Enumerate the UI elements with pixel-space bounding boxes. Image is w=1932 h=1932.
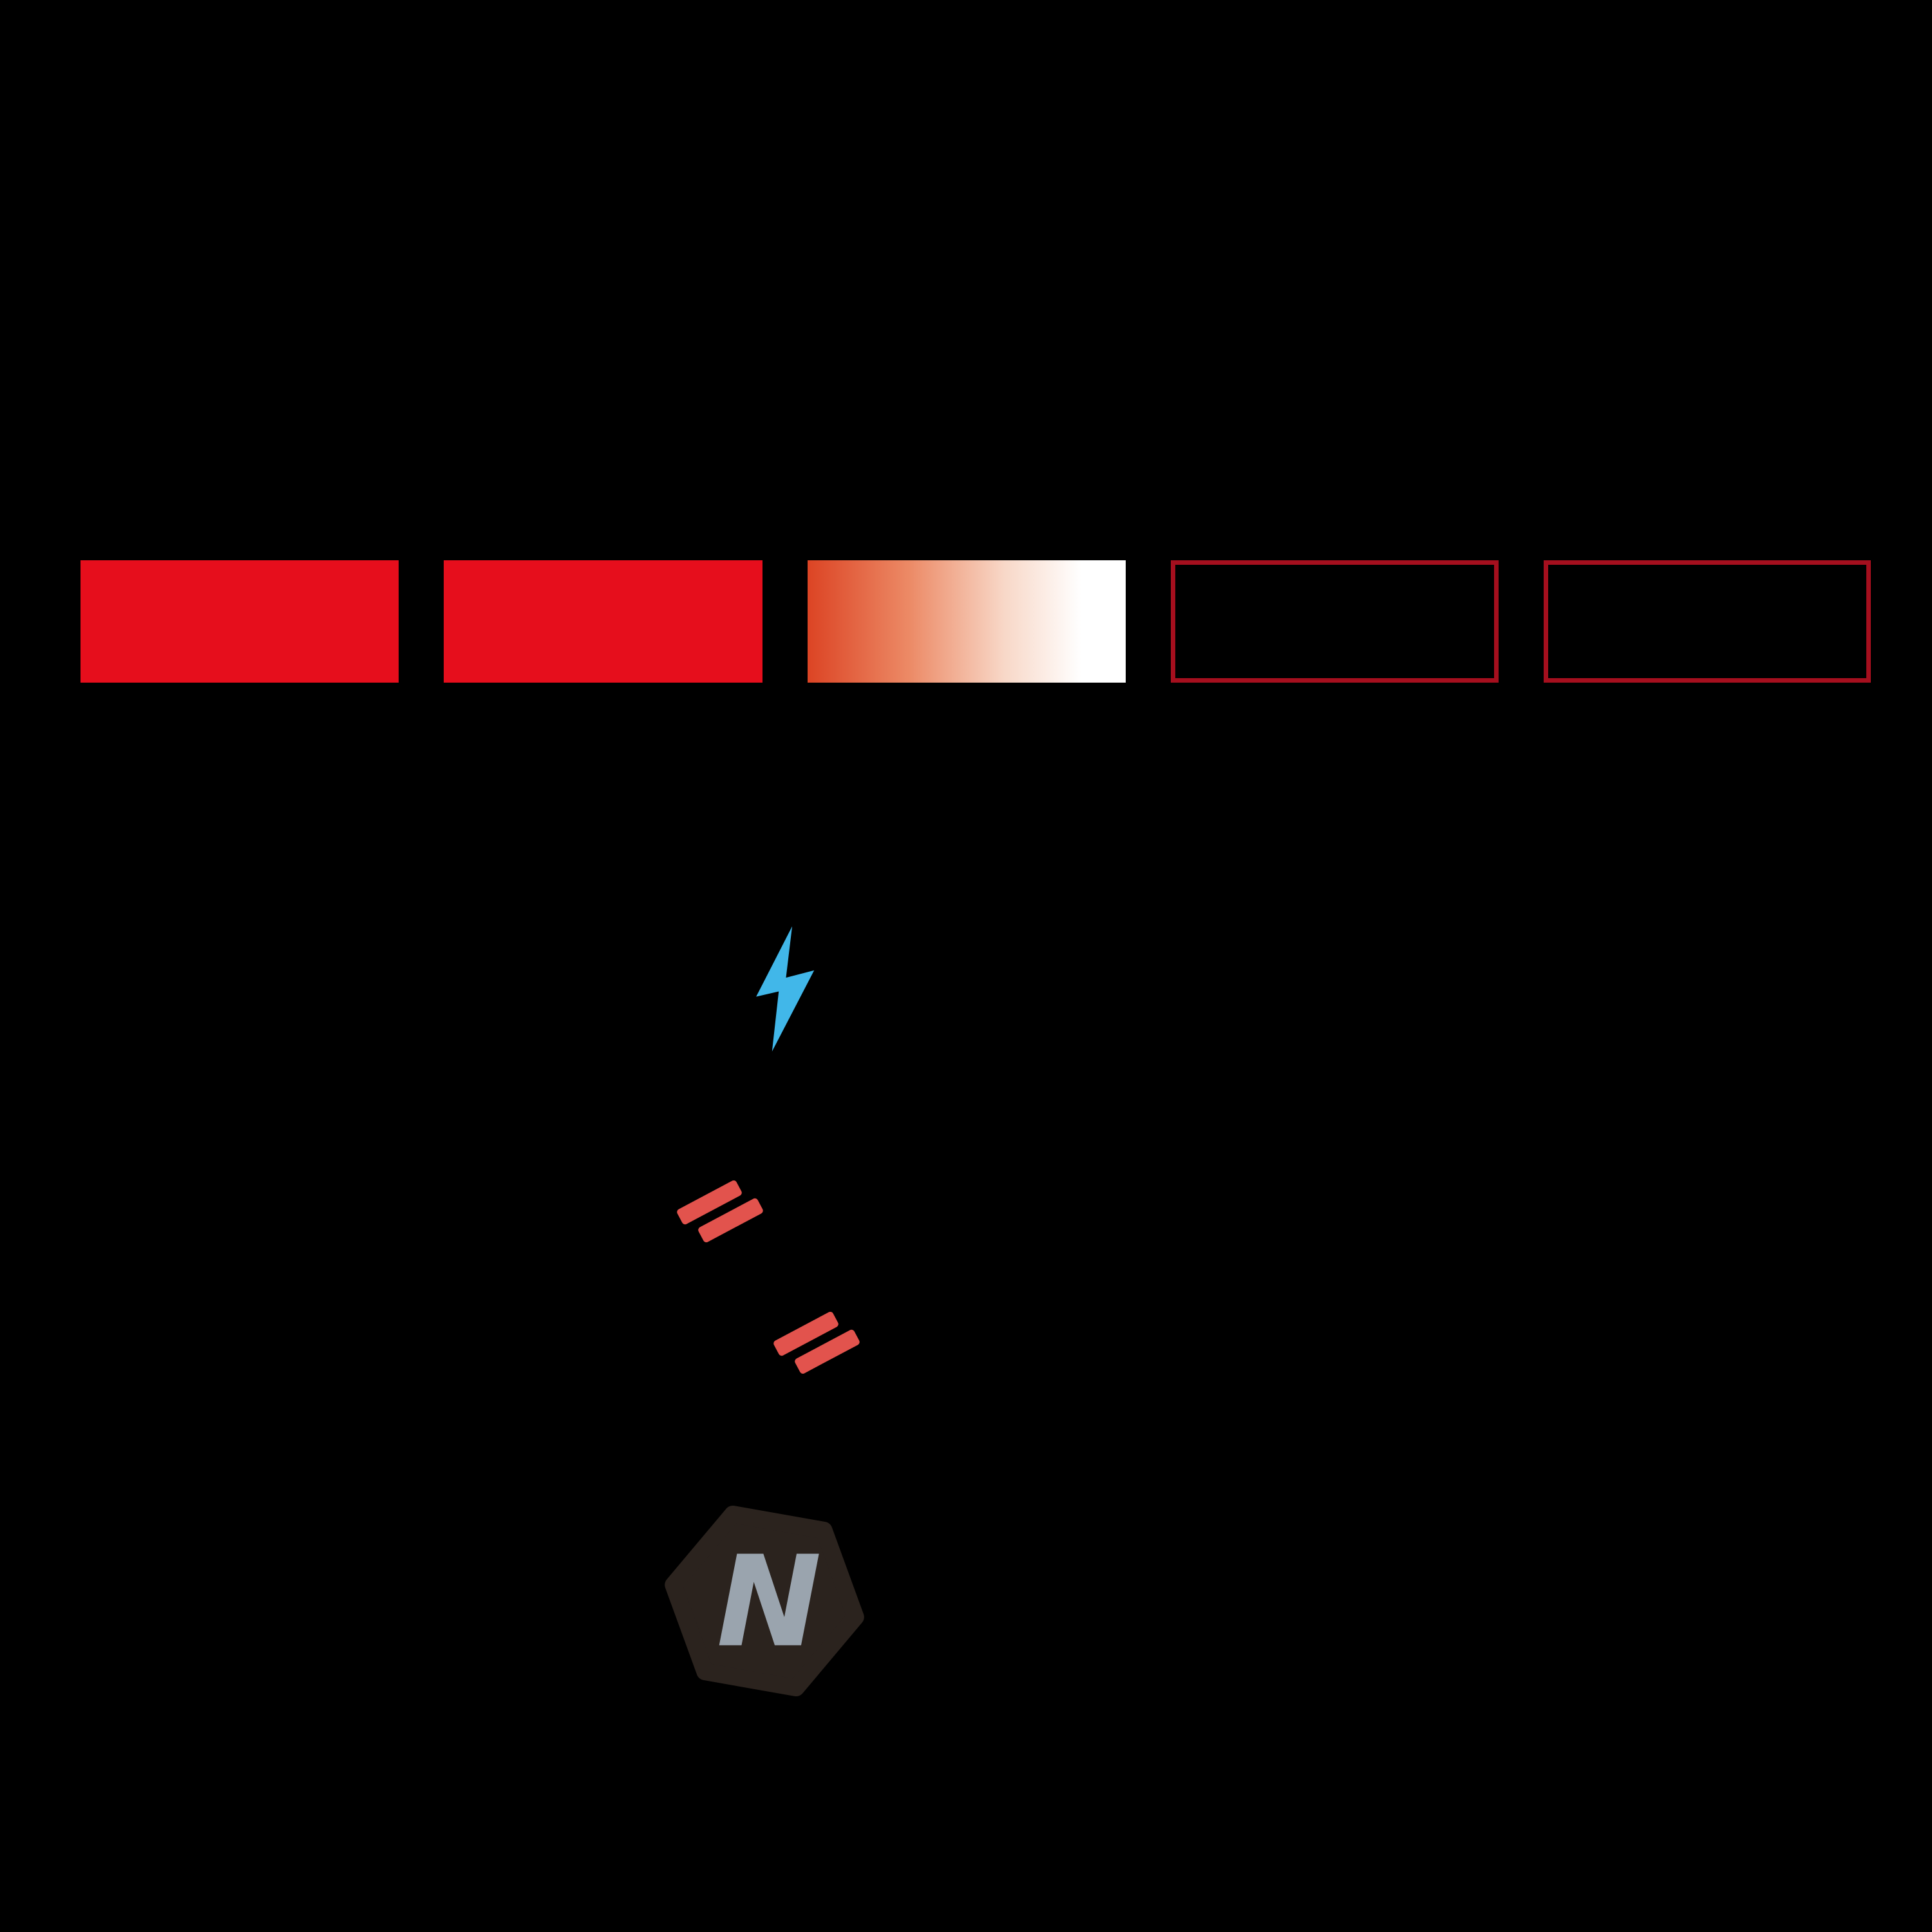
battery-segment-full <box>444 560 762 683</box>
spark-dashes-icon <box>772 1306 861 1380</box>
battery-indicator <box>80 560 1871 683</box>
spark-dashes-icon <box>676 1175 764 1249</box>
logo-letter: N <box>717 1529 822 1675</box>
hexagon-n-logo: N <box>665 1505 864 1697</box>
battery-segment-empty <box>1543 560 1871 683</box>
hexagon-shape <box>665 1505 864 1697</box>
battery-segment-empty <box>1171 560 1499 683</box>
lightning-bolt-shape <box>756 926 815 1052</box>
battery-segment-gradient <box>807 560 1126 683</box>
battery-segment-full <box>80 560 399 683</box>
lightning-bolt-icon <box>756 926 815 1052</box>
